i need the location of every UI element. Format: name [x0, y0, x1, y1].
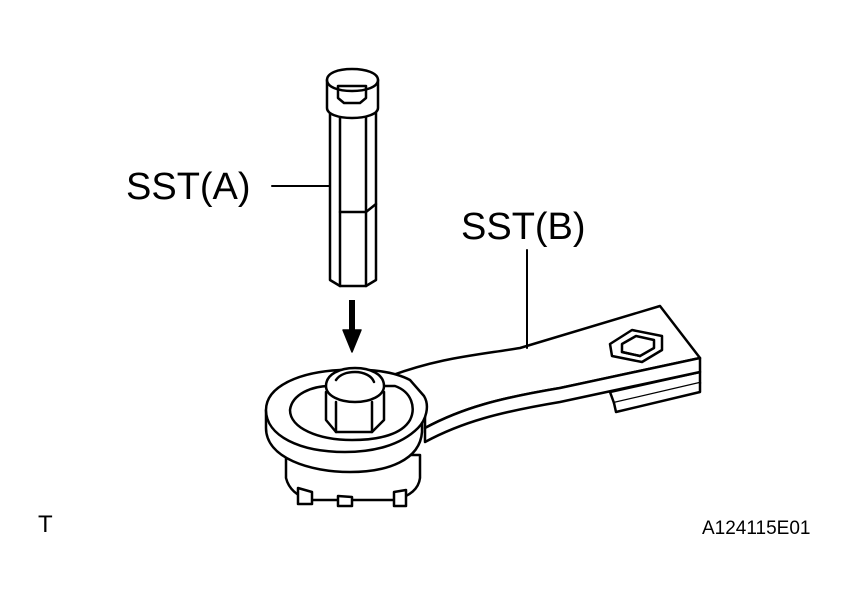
down-arrow [342, 300, 362, 353]
sst-a-bit [325, 67, 380, 288]
hex-nut [324, 366, 386, 434]
wrench-handle-hole [608, 328, 664, 364]
sst-b-wrench [264, 304, 702, 508]
label-sst-a: SST(A) [126, 166, 251, 208]
label-sst-b: SST(B) [461, 206, 586, 248]
corner-mark: T [38, 511, 53, 538]
figure-code: A124115E01 [702, 518, 811, 539]
